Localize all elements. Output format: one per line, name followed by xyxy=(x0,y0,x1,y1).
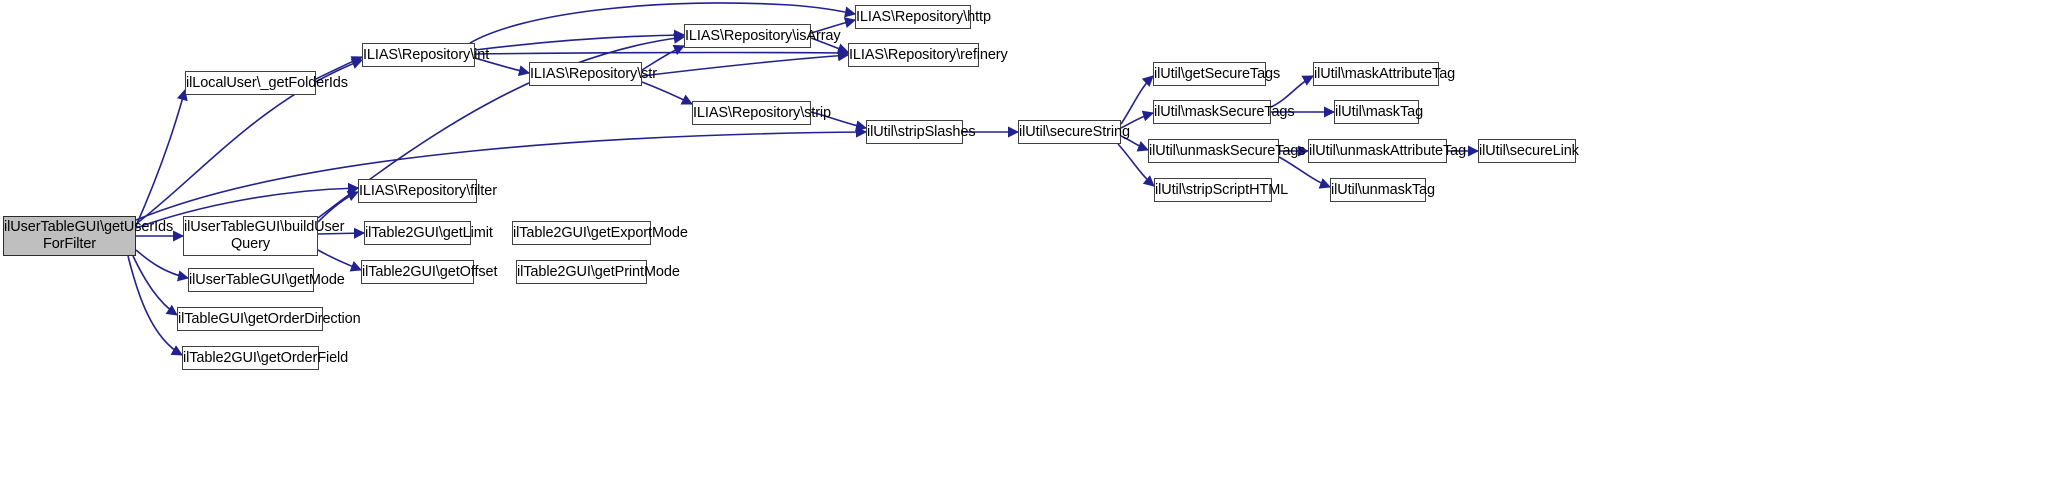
graph-node-label: ilUtil\unmaskAttributeTag xyxy=(1309,142,1467,159)
graph-node[interactable]: ilTable2GUI\getOrderField xyxy=(182,346,349,370)
graph-node[interactable]: ilUserTableGUI\getMode xyxy=(188,268,345,292)
graph-node[interactable]: ilTable2GUI\getExportMode xyxy=(512,221,688,245)
graph-node-label: ilUtil\maskSecureTags xyxy=(1154,103,1295,120)
graph-node[interactable]: ILIAS\Repository\strip xyxy=(692,101,832,125)
graph-node-label: ilUtil\stripScriptHTML xyxy=(1155,181,1289,198)
graph-node-label: ilLocalUser\_getFolderIds xyxy=(186,74,348,91)
call-edge xyxy=(132,255,178,316)
graph-node[interactable]: ilTable2GUI\getLimit xyxy=(364,221,493,245)
graph-node[interactable]: ILIAS\Repository\isArray xyxy=(684,24,841,48)
graph-node-label: ilUtil\stripSlashes xyxy=(867,123,976,140)
graph-node[interactable]: ilUtil\secureString xyxy=(1018,120,1130,144)
graph-node-label: ILIAS\Repository\refinery xyxy=(849,46,1008,63)
call-edge xyxy=(135,249,190,282)
graph-node-label: ilUtil\getSecureTags xyxy=(1154,65,1281,82)
graph-node[interactable]: ilUtil\maskAttributeTag xyxy=(1313,62,1456,86)
graph-node-label: ilUserTableGUI\buildUser Query xyxy=(184,219,345,252)
graph-node-label: ilUtil\secureLink xyxy=(1479,142,1579,159)
graph-node[interactable]: ILIAS\Repository\filter xyxy=(358,179,497,203)
graph-node-root[interactable]: ilUserTableGUI\getUserIds ForFilter xyxy=(3,216,174,256)
graph-node[interactable]: ilTableGUI\getOrderDirection xyxy=(177,307,361,331)
call-edge xyxy=(135,88,188,227)
graph-node-label: ilTable2GUI\getOffset xyxy=(362,263,498,280)
graph-node-label: ilTableGUI\getOrderDirection xyxy=(178,310,361,327)
graph-node[interactable]: ilUtil\unmaskTag xyxy=(1330,178,1435,202)
graph-node[interactable]: ILIAS\Repository\int xyxy=(362,43,490,67)
graph-node-label: ilUserTableGUI\getUserIds ForFilter xyxy=(4,219,174,252)
graph-node[interactable]: ilUtil\stripScriptHTML xyxy=(1154,178,1289,202)
graph-node[interactable]: ilTable2GUI\getPrintMode xyxy=(516,260,680,284)
graph-node[interactable]: ilUtil\maskSecureTags xyxy=(1153,100,1295,124)
graph-node-label: ilTable2GUI\getExportMode xyxy=(513,224,688,241)
call-edge xyxy=(474,29,686,51)
call-edge xyxy=(641,50,850,77)
graph-node-label: ilUtil\unmaskSecureTags xyxy=(1149,142,1306,159)
graph-node-label: ilTable2GUI\getPrintMode xyxy=(517,263,680,280)
graph-node[interactable]: ilTable2GUI\getOffset xyxy=(361,260,498,284)
call-edge xyxy=(1120,75,1154,125)
graph-node[interactable]: ilUtil\unmaskSecureTags xyxy=(1148,139,1306,163)
call-edge xyxy=(127,255,183,356)
graph-node-label: ilTable2GUI\getLimit xyxy=(365,224,493,241)
graph-node-label: ILIAS\Repository\strip xyxy=(693,104,832,121)
graph-node[interactable]: ILIAS\Repository\str xyxy=(529,62,657,86)
graph-node[interactable]: ilUserTableGUI\buildUser Query xyxy=(183,216,345,256)
graph-node-label: ILIAS\Repository\filter xyxy=(359,182,497,199)
graph-node[interactable]: ILIAS\Repository\http xyxy=(855,5,991,29)
graph-node-label: ilUtil\maskAttributeTag xyxy=(1314,65,1456,82)
graph-node-label: ilUtil\secureString xyxy=(1019,123,1130,140)
graph-node[interactable]: ilUtil\stripSlashes xyxy=(866,120,976,144)
graph-node-label: ILIAS\Repository\isArray xyxy=(685,27,841,44)
graph-node-label: ILIAS\Repository\http xyxy=(856,8,991,25)
graph-node-label: ILIAS\Repository\int xyxy=(363,46,490,63)
graph-node-label: ilUtil\unmaskTag xyxy=(1331,181,1435,198)
call-edge xyxy=(317,190,360,223)
graph-node[interactable]: ilUtil\maskTag xyxy=(1334,100,1424,124)
call-edge xyxy=(474,47,850,59)
graph-node-label: ilUserTableGUI\getMode xyxy=(189,271,345,288)
call-edge xyxy=(317,249,363,272)
graph-node-label: ILIAS\Repository\str xyxy=(530,65,657,82)
graph-node-label: ilTable2GUI\getOrderField xyxy=(183,349,349,366)
graph-node[interactable]: ilUtil\unmaskAttributeTag xyxy=(1308,139,1467,163)
call-edge xyxy=(135,126,868,221)
graph-node-label: ilUtil\maskTag xyxy=(1335,103,1424,120)
graph-node[interactable]: ilUtil\secureLink xyxy=(1478,139,1579,163)
graph-node[interactable]: ilUtil\getSecureTags xyxy=(1153,62,1281,86)
graph-node[interactable]: ilLocalUser\_getFolderIds xyxy=(185,71,348,95)
graph-node[interactable]: ILIAS\Repository\refinery xyxy=(848,43,1008,67)
call-edge xyxy=(641,81,694,105)
